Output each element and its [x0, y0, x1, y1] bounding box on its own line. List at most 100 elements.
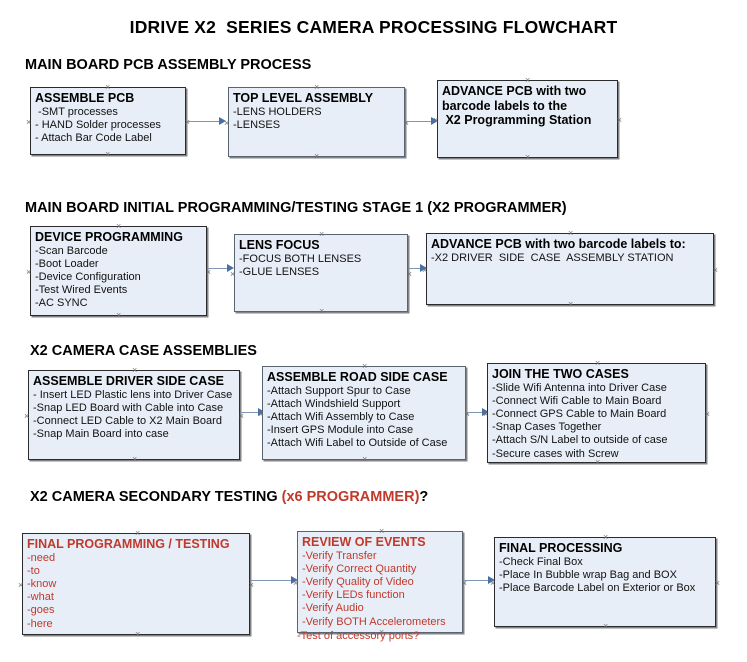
- handle-bottom-icon: ×: [314, 151, 320, 161]
- handle-right-icon: ×: [406, 269, 412, 279]
- node-line: -Snap Cases Together: [492, 421, 602, 434]
- connector-arrow: [251, 580, 295, 581]
- connector-arrowhead-icon: [482, 408, 489, 416]
- handle-bottom-icon: ×: [595, 457, 601, 467]
- node-join-the-two-cases[interactable]: JOIN THE TWO CASES -Slide Wifi Antenna i…: [483, 359, 710, 467]
- node-line: -Secure cases with Screw: [492, 447, 619, 460]
- handle-bottom-icon: ×: [319, 306, 325, 316]
- connector-arrowhead-icon: [291, 576, 298, 584]
- node-line: -Connect GPS Cable to Main Board: [492, 407, 667, 420]
- handle-bottom-icon: ×: [105, 149, 111, 159]
- node-line: -what: [27, 591, 54, 604]
- handle-right-icon: ×: [714, 578, 720, 588]
- node-line: -Verify Quality of Video: [302, 575, 414, 588]
- handle-top-icon: ×: [379, 526, 385, 536]
- handle-left-icon: ×: [24, 411, 30, 421]
- handle-right-icon: ×: [704, 409, 710, 419]
- handle-left-icon: ×: [26, 117, 32, 127]
- node-line: -Snap LED Board with Cable into Case: [33, 401, 224, 414]
- node-final-programming-testing[interactable]: FINAL PROGRAMMING / TESTING -need -to -k…: [18, 529, 254, 639]
- node-line: -Attach Wifi Assembly to Case: [267, 410, 415, 423]
- connector-arrow: [208, 268, 230, 269]
- handle-right-icon: ×: [616, 115, 622, 125]
- node-line: -Test Wired Events: [35, 284, 128, 297]
- handle-right-icon: ×: [712, 265, 718, 275]
- page-title: IDRIVE X2 SERIES CAMERA PROCESSING FLOWC…: [129, 17, 618, 37]
- section-heading-tail: ?: [419, 489, 429, 505]
- node-line: -LENSES: [233, 118, 281, 131]
- node-review-of-events[interactable]: REVIEW OF EVENTS -Verify Transfer -Verif…: [293, 527, 467, 637]
- handle-right-icon: ×: [464, 409, 470, 419]
- node-top-level-assembly[interactable]: TOP LEVEL ASSEMBLY -LENS HOLDERS -LENSES…: [224, 83, 409, 161]
- node-line: -Attach Support Spur to Case: [267, 384, 411, 397]
- node-line: -Attach S/N Label to outside of case: [492, 434, 668, 447]
- node-title: LENS FOCUS: [239, 238, 320, 252]
- connector-arrowhead-icon: [219, 117, 226, 125]
- node-title: TOP LEVEL ASSEMBLY: [233, 91, 374, 105]
- node-line: -Check Final Box: [499, 555, 583, 568]
- node-line: - Attach Bar Code Label: [35, 131, 152, 144]
- node-line: -X2 DRIVER SIDE CASE ASSEMBLY STATION: [431, 251, 674, 264]
- node-line: -FOCUS BOTH LENSES: [239, 252, 362, 265]
- handle-left-icon: ×: [422, 265, 428, 275]
- node-final-processing[interactable]: FINAL PROCESSING -Check Final Box -Place…: [490, 533, 720, 631]
- handle-top-icon: ×: [105, 82, 111, 92]
- section-heading-x2-camera-secondary-testing: X2 CAMERA SECONDARY TESTING (x6 PROGRAMM…: [30, 489, 428, 505]
- node-title-line2: barcode labels to the: [442, 98, 568, 113]
- node-assemble-pcb[interactable]: ASSEMBLE PCB -SMT processes - HAND Solde…: [26, 83, 190, 159]
- section-heading-accent: (x6 PROGRAMMER): [281, 489, 420, 505]
- node-line: -Device Configuration: [35, 270, 141, 283]
- handle-left-icon: ×: [293, 578, 299, 588]
- node-line: -Connect Wifi Cable to Main Board: [492, 394, 662, 407]
- node-line: -Verify Transfer: [302, 549, 377, 562]
- node-line: - HAND Solder processes: [35, 118, 161, 131]
- handle-right-icon: ×: [403, 118, 409, 128]
- node-line: - Insert LED Plastic lens into Driver Ca…: [33, 388, 233, 401]
- connector-arrow: [187, 121, 221, 122]
- handle-left-icon: ×: [490, 578, 496, 588]
- node-title: FINAL PROCESSING: [499, 541, 623, 555]
- handle-bottom-icon: ×: [362, 454, 368, 464]
- node-advance-pcb-driver-side-case[interactable]: ADVANCE PCB with two barcode labels to: …: [422, 229, 718, 309]
- handle-bottom-icon: ×: [525, 152, 531, 162]
- handle-right-icon: ×: [461, 578, 467, 588]
- handle-bottom-icon: ×: [132, 454, 138, 464]
- handle-top-icon: ×: [362, 361, 368, 371]
- node-device-programming[interactable]: DEVICE PROGRAMMING -Scan Barcode -Boot L…: [26, 222, 211, 320]
- handle-right-icon: ×: [205, 267, 211, 277]
- handle-left-icon: ×: [224, 118, 230, 128]
- node-line: -LENS HOLDERS: [233, 105, 322, 118]
- handle-bottom-icon: ×: [379, 627, 385, 637]
- node-line: -AC SYNC: [35, 297, 88, 310]
- connector-arrow: [241, 412, 261, 413]
- handle-bottom-icon: ×: [603, 621, 609, 631]
- section-heading-text: X2 CAMERA SECONDARY TESTING: [30, 489, 282, 505]
- node-line: -Insert GPS Module into Case: [267, 424, 414, 437]
- node-assemble-road-side-case[interactable]: ASSEMBLE ROAD SIDE CASE -Attach Support …: [258, 362, 470, 464]
- handle-left-icon: ×: [230, 269, 236, 279]
- node-title: REVIEW OF EVENTS: [302, 535, 426, 549]
- node-line: -Verify LEDs function: [302, 589, 405, 602]
- handle-top-icon: ×: [525, 75, 531, 85]
- handle-top-icon: ×: [314, 82, 320, 92]
- connector-arrowhead-icon: [488, 576, 495, 584]
- handle-top-icon: ×: [595, 358, 601, 368]
- connector-arrow: [409, 268, 424, 269]
- node-assemble-driver-side-case[interactable]: ASSEMBLE DRIVER SIDE CASE - Insert LED P…: [24, 366, 244, 464]
- handle-right-icon: ×: [248, 580, 254, 590]
- handle-right-icon: ×: [238, 411, 244, 421]
- node-line: -Place In Bubble wrap Bag and BOX: [499, 568, 677, 581]
- node-line: -Attach Wifi Label to Outside of Case: [267, 437, 448, 450]
- node-lens-focus[interactable]: LENS FOCUS -FOCUS BOTH LENSES -GLUE LENS…: [230, 230, 412, 316]
- handle-left-icon: ×: [26, 267, 32, 277]
- connector-arrow: [467, 412, 485, 413]
- node-line: -Snap Main Board into case: [33, 428, 169, 441]
- handle-left-icon: ×: [433, 115, 439, 125]
- handle-left-icon: ×: [18, 580, 24, 590]
- connector-arrowhead-icon: [227, 264, 234, 272]
- node-line: -Connect LED Cable to X2 Main Board: [33, 414, 222, 427]
- node-advance-pcb-x2-programming-station[interactable]: ADVANCE PCB with two barcode labels to t…: [433, 76, 622, 162]
- node-line: -GLUE LENSES: [239, 265, 320, 278]
- review-of-events-overflow-line: -Test of accessory ports?: [297, 630, 420, 642]
